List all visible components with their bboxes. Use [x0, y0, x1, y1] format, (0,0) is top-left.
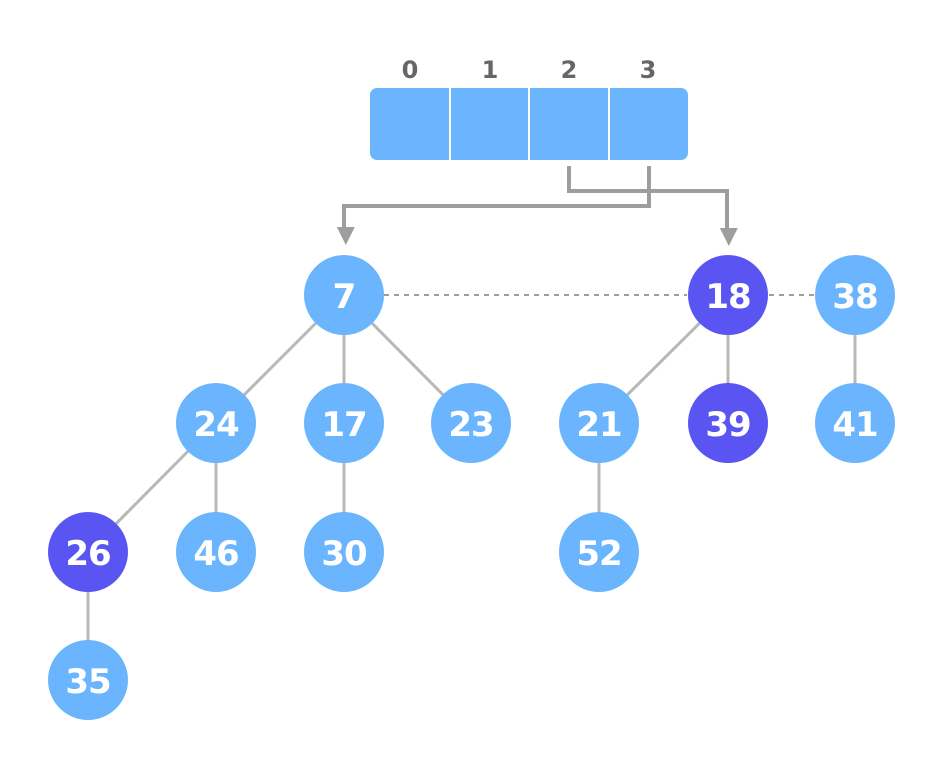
node-circle: [559, 383, 639, 463]
heap-node: 38: [815, 255, 895, 335]
node-circle: [688, 383, 768, 463]
pointer-arrow: [336, 166, 651, 245]
index-array: 0 1 2 3: [370, 56, 688, 160]
node-circle: [48, 640, 128, 720]
array-index-label: 2: [561, 56, 578, 84]
node-circle: [304, 255, 384, 335]
array-index-label: 3: [640, 56, 657, 84]
node-circle: [815, 255, 895, 335]
node-key: 41: [832, 405, 877, 445]
array-pointers: [336, 166, 738, 246]
node-circle: [688, 255, 768, 335]
array-index-label: 1: [482, 56, 499, 84]
node-key: 30: [321, 534, 367, 574]
node-key: 52: [576, 534, 621, 574]
heap-node: 23: [431, 383, 511, 463]
node-key: 17: [321, 405, 366, 445]
node-key: 7: [333, 277, 356, 317]
node-key: 21: [576, 405, 621, 445]
heap-node: 17: [304, 383, 384, 463]
heap-node: 7: [304, 255, 384, 335]
node-circle: [176, 383, 256, 463]
node-circle: [431, 383, 511, 463]
node-circle: [559, 512, 639, 592]
heap-node: 35: [48, 640, 128, 720]
heap-node: 41: [815, 383, 895, 463]
node-circle: [176, 512, 256, 592]
node-circle: [815, 383, 895, 463]
node-key: 18: [705, 277, 750, 317]
node-circle: [48, 512, 128, 592]
node-key: 23: [448, 405, 493, 445]
node-key: 24: [193, 405, 239, 445]
heap-nodes: 7 18 38 24 17 23 21 39: [48, 255, 895, 720]
node-key: 46: [193, 534, 238, 574]
heap-node: 21: [559, 383, 639, 463]
node-circle: [304, 383, 384, 463]
heap-node: 52: [559, 512, 639, 592]
array-index-label: 0: [402, 56, 419, 84]
heap-node: 30: [304, 512, 384, 592]
heap-node-marked: 39: [688, 383, 768, 463]
heap-node-marked: 18: [688, 255, 768, 335]
node-key: 35: [65, 662, 110, 702]
node-key: 38: [832, 277, 877, 317]
pointer-arrow: [567, 166, 738, 246]
node-circle: [304, 512, 384, 592]
heap-node: 24: [176, 383, 256, 463]
heap-node: 46: [176, 512, 256, 592]
node-key: 39: [705, 405, 750, 445]
heap-node-marked: 26: [48, 512, 128, 592]
tree-edges: [86, 293, 857, 680]
node-key: 26: [65, 534, 110, 574]
